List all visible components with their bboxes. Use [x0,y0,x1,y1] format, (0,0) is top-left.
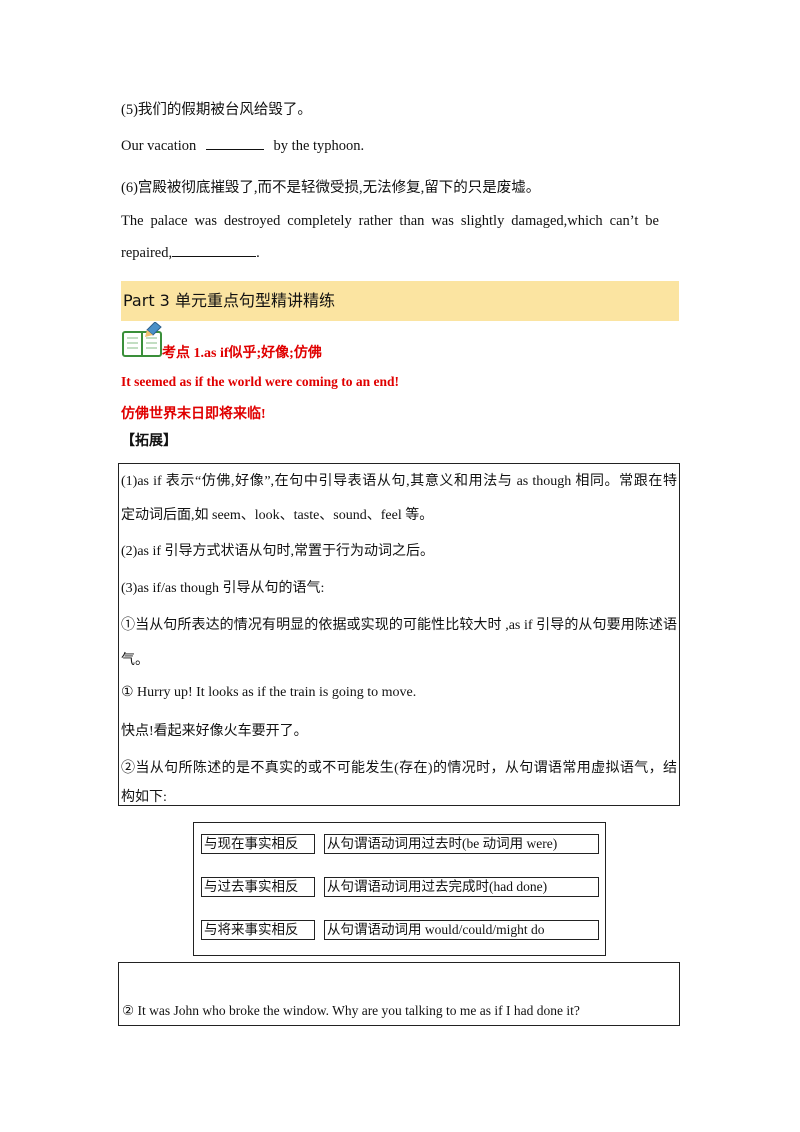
subjunctive-table: 与现在事实相反 从句谓语动词用过去时(be 动词用 were) 与过去事实相反 … [193,822,606,956]
table-row-3-left: 与将来事实相反 [201,920,315,940]
exercise-5-en-end: by the typhoon. [273,138,365,154]
expansion-line-6: 气。 [121,653,149,668]
exercise-6-cn: (6)宫殿被彻底摧毁了,而不是轻微受损,无法修复,留下的只是废墟。 [121,180,541,196]
table-row-2-right: 从句谓语动词用过去完成时(had done) [324,877,599,897]
part-3-header: Part 3 单元重点句型精讲精练 [121,281,679,321]
expansion-line-8: 快点!看起来好像火车要开了。 [121,724,308,739]
exercise-6-en-line2: repaired,. [121,244,260,262]
table-row-1-right: 从句谓语动词用过去时(be 动词用 were) [324,834,599,854]
example-sentence-cn: 仿佛世界末日即将来临! [121,407,266,422]
exercise-5-en-start: Our vacation [121,138,197,154]
expansion-line-4: (3)as if/as though 引导从句的语气: [121,581,325,596]
expansion-line-2: 定动词后面,如 seem、look、taste、sound、feel 等。 [121,508,434,523]
fill-blank[interactable] [172,244,257,257]
exercise-5-cn: (5)我们的假期被台风给毁了。 [121,102,312,118]
example-box-2-line: ② It was John who broke the window. Why … [122,1003,580,1018]
table-row-2-left: 与过去事实相反 [201,877,315,897]
expansion-line-10: 构如下: [121,790,167,805]
fill-blank[interactable] [205,137,264,150]
expansion-line-7: ① Hurry up! It looks as if the train is … [121,685,417,700]
table-row-3-right: 从句谓语动词用 would/could/might do [324,920,599,940]
expansion-box: (1)as if 表示“仿佛,好像”,在句中引导表语从句,其意义和用法与 as … [118,463,680,806]
example-box-2: ② It was John who broke the window. Why … [118,962,680,1026]
kaodian-title: 考点 1.as if似乎;好像;仿佛 [162,346,322,361]
example-sentence-en: It seemed as if the world were coming to… [121,374,399,389]
exercise-5-en: Our vacation by the typhoon. [121,137,364,155]
expand-label: 【拓展】 [121,434,177,449]
book-pencil-icon [122,322,162,357]
exercise-6-en-line1: The palace was destroyed completely rath… [121,213,659,229]
exercise-6-en-start: repaired, [121,245,173,261]
expansion-line-5: ①当从句所表达的情况有明显的依据或实现的可能性比较大时 ,as if 引导的从句… [121,618,677,633]
expansion-line-3: (2)as if 引导方式状语从句时,常置于行为动词之后。 [121,544,435,559]
expansion-line-9: ②当从句所陈述的是不真实的或不可能发生(存在)的情况时，从句谓语常用虚拟语气，结 [121,761,677,776]
exercise-6-en-end: . [256,245,260,261]
expansion-line-1: (1)as if 表示“仿佛,好像”,在句中引导表语从句,其意义和用法与 as … [121,474,677,489]
table-row-1-left: 与现在事实相反 [201,834,315,854]
